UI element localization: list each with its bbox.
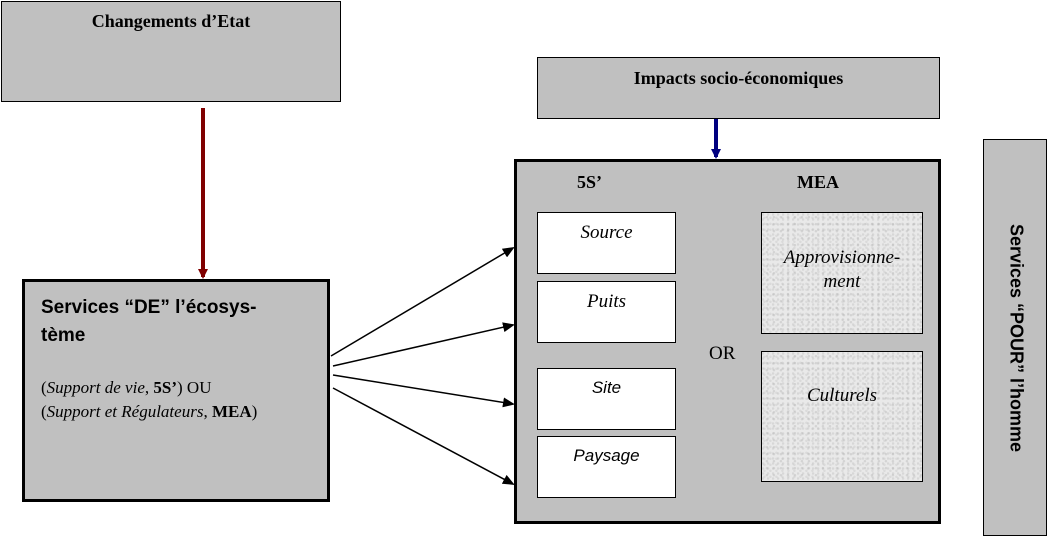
changements-etat-box: Changements d’Etat	[1, 1, 341, 102]
mea-approvisionnement: Approvisionne- ment	[761, 212, 923, 334]
desc2-bold: MEA	[211, 402, 252, 421]
item-site-label: Site	[591, 378, 622, 397]
mea-approv-line2: ment	[823, 271, 861, 292]
services-pour-title: Services “POUR” l’homme	[1006, 223, 1027, 453]
services-de-description: (Support de vie, 5S’) OU (Support et Rég…	[41, 376, 257, 424]
services-de-title: Services “DE” l’écosys- tème	[41, 294, 256, 350]
mea-culturels: Culturels	[761, 351, 923, 482]
col-5s-label: 5S’	[577, 172, 603, 192]
desc1-bold: 5S’	[153, 378, 177, 397]
col-mea-label: MEA	[797, 172, 839, 192]
item-puits-label: Puits	[586, 291, 627, 312]
impacts-title: Impacts socio-économiques	[633, 68, 844, 88]
desc2-open: (	[41, 402, 47, 421]
desc2-italic: Support et Régulateurs	[46, 402, 204, 421]
desc2-close: )	[251, 402, 258, 421]
item-site: Site	[537, 368, 676, 430]
changements-etat-title: Changements d’Etat	[91, 11, 251, 31]
desc1-open: (	[41, 378, 47, 397]
impacts-box: Impacts socio-économiques	[537, 57, 940, 119]
item-source-label: Source	[580, 222, 633, 243]
item-paysage: Paysage	[537, 436, 676, 498]
arrow-to-puits	[332, 322, 515, 367]
item-puits: Puits	[537, 281, 676, 343]
services-de-desc-line1: (Support de vie, 5S’) OU	[41, 378, 212, 397]
desc1-close: ) OU	[177, 378, 212, 397]
arrow-to-source	[330, 246, 515, 357]
mea-culturels-label: Culturels	[806, 385, 878, 406]
item-paysage-label: Paysage	[573, 446, 640, 465]
main-services-box: 5S’ MEA Source Puits Site Paysage OR App…	[514, 159, 941, 524]
services-de-box: Services “DE” l’écosys- tème (Support de…	[22, 279, 330, 502]
services-de-desc-line2: (Support et Régulateurs, MEA)	[41, 402, 258, 421]
services-de-title-line2: tème	[41, 325, 86, 346]
mea-approv-line1: Approvisionne-	[783, 247, 901, 268]
arrow-to-site	[332, 374, 515, 408]
item-source: Source	[537, 212, 676, 274]
arrow-to-paysage	[332, 387, 515, 485]
desc1-italic: Support de vie	[46, 378, 145, 397]
services-pour-box: Services “POUR” l’homme	[983, 139, 1047, 536]
or-label: OR	[709, 343, 736, 364]
services-de-title-line1: Services “DE” l’écosys-	[41, 297, 257, 318]
